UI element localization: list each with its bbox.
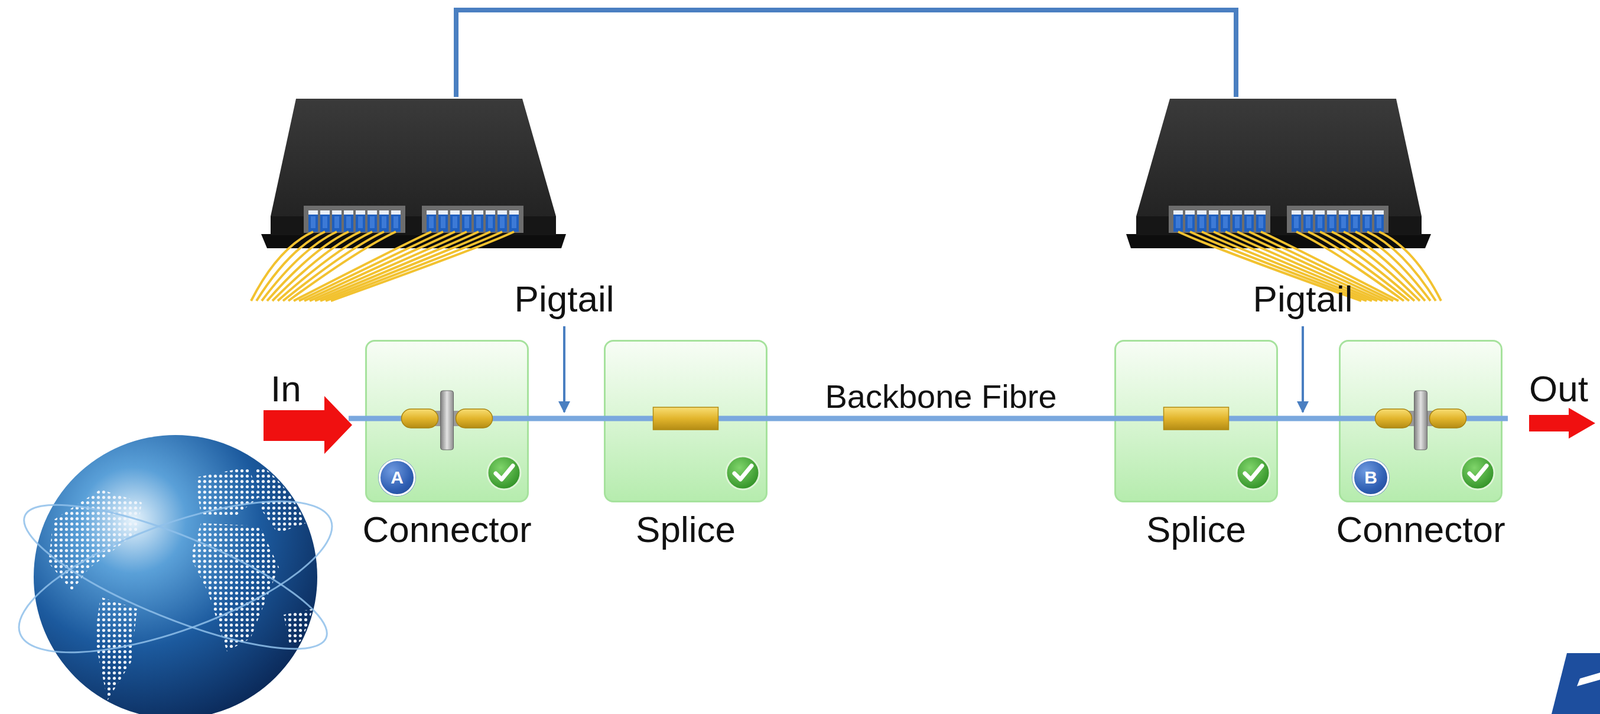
splice-sleeve [653,407,719,430]
logo-mark [1551,652,1600,714]
mating-plate [1414,390,1428,450]
component-symbol [1114,339,1278,503]
ferrule [456,408,493,428]
port-badge: A [378,459,416,496]
output-arrow [1529,407,1596,439]
component-label: Connector [362,511,532,548]
fibre-link [528,415,604,422]
orbit [9,477,342,676]
panel-top [270,98,556,217]
fibre-link [767,415,1115,422]
component-label: Splice [1146,511,1247,548]
orbit [1,470,350,684]
splice-box: Splice [1114,339,1278,503]
fibre-link [1277,415,1339,422]
port-letter: B [1354,460,1388,494]
patch-panel [251,98,567,301]
pigtail-label: Pigtail [514,280,615,318]
connector-box: ConnectorA [365,339,529,503]
ferrule [401,408,439,428]
ferrule [1429,408,1467,428]
status-check [726,456,760,490]
output-label: Out [1529,370,1589,408]
adapter-row [307,207,402,234]
port-letter: A [380,460,414,494]
pigtail-leader [1301,326,1304,412]
mating-plate [440,390,454,450]
component-label: Splice [635,511,736,548]
check-mark [734,465,752,480]
ferrule [1375,408,1413,428]
splice-sleeve [1163,407,1229,430]
pigtail-cables [251,231,515,301]
check-mark [1469,465,1487,480]
globe-icon [1,434,350,714]
pigtail-label: Pigtail [1253,280,1354,318]
globe [33,434,318,714]
status-check [1461,456,1495,490]
patch-panel [1126,98,1442,301]
status-check [1236,456,1270,490]
component-symbol [603,339,768,503]
splice-box: Splice [603,339,768,503]
connector-box: ConnectorB [1338,339,1503,503]
fibre-label: Backbone Fibre [821,379,1060,413]
adapter-row [425,207,520,234]
input-label: In [270,370,302,408]
check-mark [495,465,513,480]
pigtail-leader [563,326,566,412]
patch-link-line [456,10,1237,97]
fibre-segment [348,415,367,422]
component-label: Connector [1335,511,1505,548]
port-badge: B [1352,459,1390,496]
check-mark [1244,465,1263,480]
status-check [487,456,521,490]
